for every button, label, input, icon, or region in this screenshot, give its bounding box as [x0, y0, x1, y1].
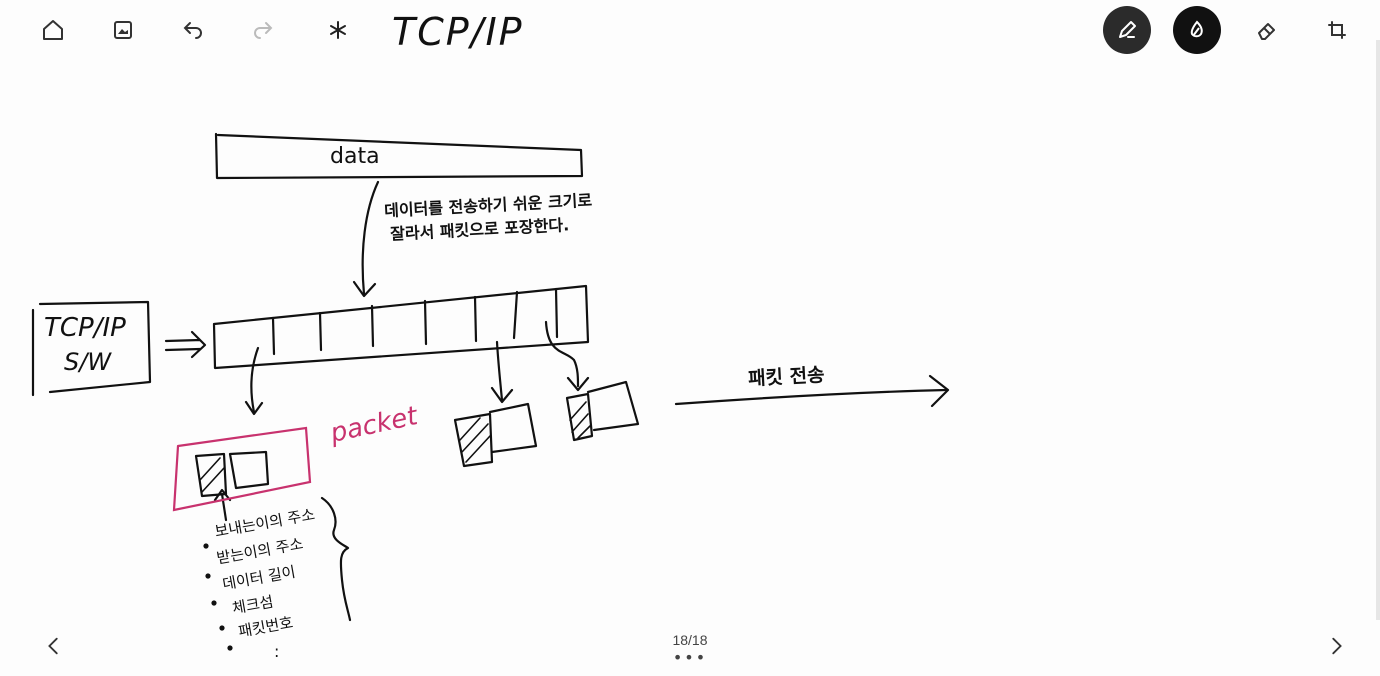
data-label: data	[330, 144, 380, 169]
redo-button[interactable]	[243, 10, 283, 50]
undo-button[interactable]	[173, 10, 213, 50]
scrollbar[interactable]	[1376, 40, 1380, 620]
highlighter-icon	[1190, 20, 1203, 38]
packet-frame	[172, 426, 312, 512]
tcpip-box-line1: TCP/IP	[44, 313, 126, 343]
page-title: TCP/IP	[392, 10, 524, 54]
redo-icon	[254, 22, 273, 39]
highlighter-tool-button[interactable]	[1173, 6, 1221, 54]
crop-icon	[1328, 21, 1346, 39]
eraser-tool-button[interactable]	[1247, 10, 1287, 50]
lasso-icon	[330, 21, 346, 39]
undo-icon	[183, 22, 202, 39]
data-box	[214, 132, 584, 180]
packet-strip	[212, 284, 590, 370]
lasso-button[interactable]	[318, 10, 358, 50]
chevron-right-icon	[1332, 637, 1342, 655]
home-button[interactable]	[33, 10, 73, 50]
home-icon	[43, 20, 63, 40]
insert-image-button[interactable]	[103, 10, 143, 50]
eraser-icon	[1258, 23, 1275, 40]
chevron-left-icon	[48, 637, 58, 655]
more-options-button[interactable]: •••	[672, 648, 708, 667]
image-icon	[114, 21, 132, 39]
tcpip-box-line2: S/W	[64, 348, 112, 376]
transmit-label: 패킷 전송	[747, 364, 826, 390]
pen-tool-button[interactable]	[1103, 6, 1151, 54]
prev-page-button[interactable]	[36, 628, 72, 664]
crop-button[interactable]	[1317, 10, 1357, 50]
page-counter: 18/18	[672, 632, 708, 648]
pen-icon	[1119, 21, 1136, 38]
next-page-button[interactable]	[1318, 628, 1354, 664]
bullet-continuation: :	[274, 642, 280, 661]
split-arrow	[361, 180, 380, 296]
transmit-arrow	[674, 388, 948, 406]
tcpip-box	[31, 300, 152, 397]
